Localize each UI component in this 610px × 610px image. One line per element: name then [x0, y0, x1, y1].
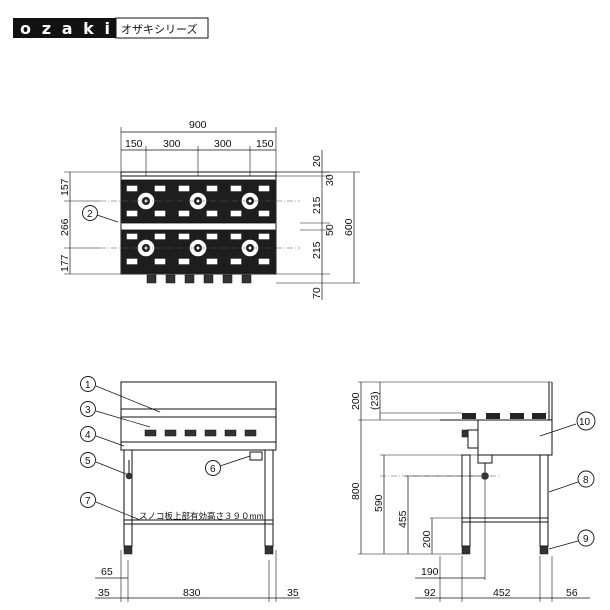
burner-front-left [126, 233, 166, 265]
top-overall-depth: 600 [343, 218, 355, 236]
side-dim-190: 190 [421, 566, 439, 578]
top-segment-1: 150 [125, 138, 143, 150]
top-left-depth-2: 266 [59, 218, 71, 236]
top-segment-4: 150 [256, 138, 274, 150]
side-dim-452: 452 [493, 587, 511, 599]
callout-5-label: 5 [85, 456, 91, 467]
callout-1-label: 1 [85, 380, 91, 391]
callout-4-label: 4 [85, 430, 91, 441]
side-dim-92: 92 [424, 587, 436, 599]
side-dim-590: 590 [373, 494, 385, 512]
burner-front-center [178, 233, 218, 265]
front-dim-35-right: 35 [287, 587, 299, 599]
side-view: 200 (23) 800 590 455 200 190 92 452 56 1… [350, 381, 596, 602]
series-label: オザキシリーズ [121, 22, 197, 36]
callout-10-label: 10 [579, 417, 591, 428]
top-view: 900 150 300 300 150 [59, 119, 360, 300]
side-body [477, 419, 553, 456]
side-dim-56: 56 [566, 587, 578, 599]
top-right-depth-4: 50 [324, 224, 336, 236]
front-view: スノコ板上部有効高さ３９０mm 1 3 4 5 6 7 65 35 830 35 [80, 376, 300, 602]
series-label-box [115, 17, 209, 39]
control-knobs [146, 274, 252, 284]
front-dim-65: 65 [101, 566, 113, 578]
callout-9-label: 9 [583, 534, 589, 545]
brand-name: ozaki [20, 19, 110, 38]
top-segment-2: 300 [163, 138, 181, 150]
side-grate-teeth [462, 413, 546, 419]
top-overall-width: 900 [189, 119, 207, 131]
top-segment-3: 300 [214, 138, 232, 150]
front-grate-burners [124, 411, 270, 416]
shelf-clearance-note: スノコ板上部有効高さ３９０mm [139, 511, 264, 521]
side-leg-front [461, 454, 471, 547]
side-dim-200-bottom: 200 [421, 530, 433, 548]
side-dim-455: 455 [397, 510, 409, 528]
top-right-depth-5: 215 [311, 241, 323, 259]
side-leg-rear [539, 454, 549, 547]
front-leg-left [123, 449, 133, 547]
callout-8-label: 8 [583, 475, 589, 486]
brand-logo-box [13, 18, 116, 38]
callout-2-label: 2 [87, 209, 93, 220]
burner-front-right [230, 233, 270, 265]
callout-7-label: 7 [85, 496, 91, 507]
front-panel [120, 416, 277, 451]
top-left-depth-1: 157 [59, 178, 71, 196]
front-dim-830: 830 [183, 587, 201, 599]
front-dim-35-left: 35 [98, 587, 110, 599]
top-right-depth-3: 215 [311, 196, 323, 214]
burner-rear-center [178, 185, 218, 217]
burner-rear-right [230, 185, 270, 217]
top-right-depth-1: 20 [311, 155, 323, 167]
front-knobs [144, 429, 257, 437]
side-dim-23: (23) [369, 391, 381, 410]
top-right-depth-2: 30 [324, 174, 336, 186]
back-guard [120, 171, 277, 177]
brand-logo: ozaki [13, 18, 116, 38]
side-dim-800: 800 [350, 482, 362, 500]
top-right-depth-6: 70 [311, 287, 323, 299]
callout-2 [82, 205, 98, 221]
front-leg-right [264, 449, 274, 547]
top-left-depth-3: 177 [59, 254, 71, 272]
callout-6-label: 6 [210, 464, 216, 475]
front-back-guard [120, 381, 277, 410]
side-dim-200-top: 200 [350, 392, 362, 410]
callout-3-label: 3 [85, 405, 91, 416]
